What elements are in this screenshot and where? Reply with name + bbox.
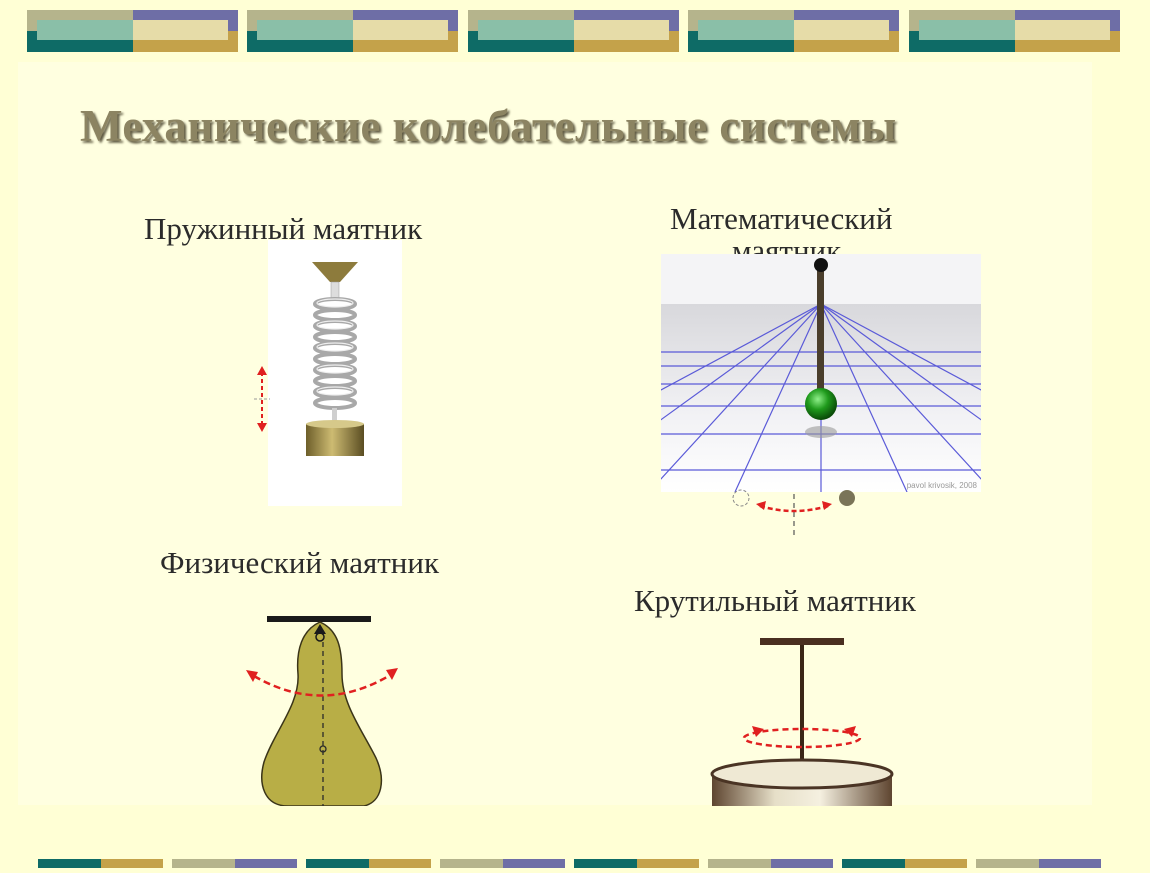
- bottom-decor-block: [574, 855, 699, 868]
- mathematical-pendulum-icon: pavol krivosik, 2008: [661, 254, 981, 492]
- bottom-decor-block: [976, 855, 1101, 868]
- torsion-pendulum-label: Крутильный маятник: [634, 583, 916, 618]
- top-decor-block: [27, 10, 238, 52]
- bottom-decor-block: [38, 855, 163, 868]
- physical-pendulum-label: Физический маятник: [160, 545, 439, 580]
- top-decor-block: [909, 10, 1120, 52]
- top-decor-block: [468, 10, 679, 52]
- bottom-decor-block: [440, 855, 565, 868]
- spring-oscillation-arrow-icon: [254, 366, 270, 432]
- bottom-decor-block: [708, 855, 833, 868]
- bottom-decor-block: [306, 855, 431, 868]
- bottom-decor-block: [172, 855, 297, 868]
- math-pendulum-label-line1: Математический: [670, 201, 893, 236]
- animation-credit: pavol krivosik, 2008: [907, 481, 978, 490]
- spring-pendulum-label: Пружинный маятник: [144, 211, 423, 246]
- spring-pendulum-icon: [268, 240, 402, 506]
- physical-pendulum-icon: [246, 616, 398, 806]
- bottom-decor-block: [842, 855, 967, 868]
- torsion-pendulum-icon: [710, 638, 894, 806]
- math-swing-arrow-icon: [732, 489, 855, 538]
- slide-title: Механические колебательные системы: [80, 101, 897, 151]
- top-decor-block: [247, 10, 458, 52]
- top-decor-block: [688, 10, 899, 52]
